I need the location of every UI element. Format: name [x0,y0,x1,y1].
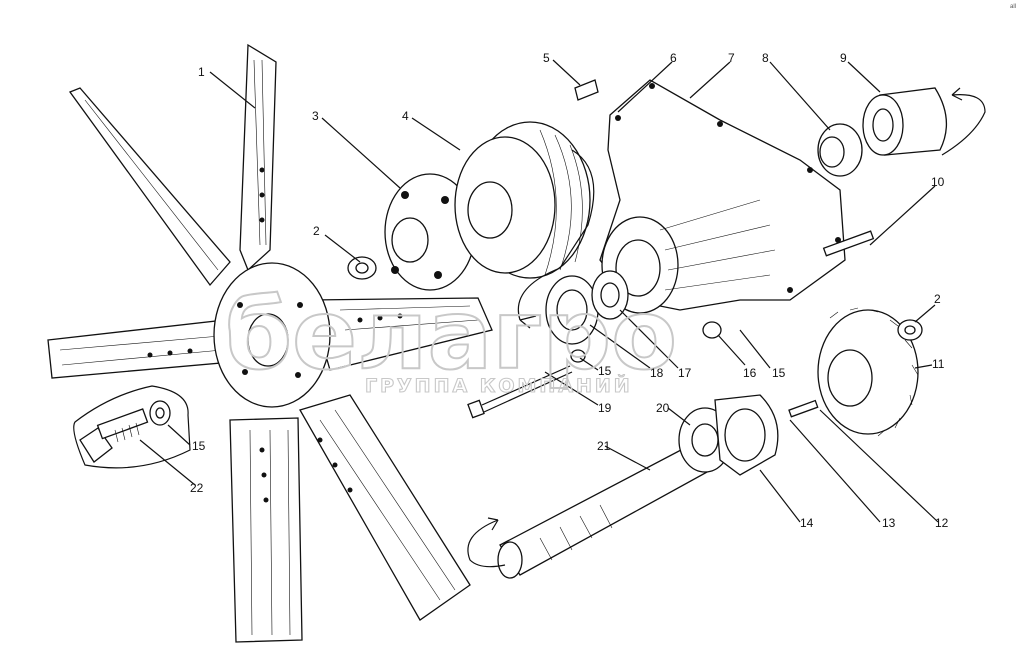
corner-mark: all [1010,4,1016,10]
callout-16: 16 [743,366,757,380]
callout-14: 14 [800,516,814,530]
callout-10: 10 [931,175,945,189]
callout-7: 7 [728,51,735,65]
callout-2-left: 2 [313,224,320,238]
callout-19: 19 [598,401,612,415]
callout-1: 1 [198,65,205,79]
callout-8: 8 [762,51,769,65]
rotation-arrow-head-upper [519,315,537,329]
callout-12: 12 [935,516,949,530]
callout-15-left: 15 [192,439,206,453]
rotation-arrow-lower [467,519,506,568]
bolt-22 [79,408,149,463]
pulley-4 [454,121,591,279]
key-5 [574,79,599,101]
bearing-17 [591,270,629,320]
callout-11: 11 [932,357,945,371]
rotation-arrow-upper [517,149,595,321]
leader-lines [139,59,939,523]
callout-15-right: 15 [772,366,786,380]
callout-9: 9 [840,51,847,65]
pin-10 [822,230,875,257]
bolt-19 [467,365,573,419]
pin-13 [788,399,819,418]
nut-2-right [897,319,923,341]
callout-20: 20 [656,401,670,415]
callout-4: 4 [402,109,409,123]
callout-6: 6 [670,51,677,65]
gear-housing-6-7 [599,79,846,314]
callout-13: 13 [882,516,896,530]
watermark-subtitle: ГРУППА КОМПАНИЙ [365,374,633,397]
fan-bolt-group-outline [73,385,191,469]
bearing-8 [817,123,863,177]
nut-2-left [347,256,377,280]
callout-18: 18 [650,366,664,380]
rotation-arrow-right [941,94,986,156]
fan-assembly [47,43,493,643]
callout-21: 21 [597,439,611,453]
callout-3: 3 [312,109,319,123]
gear-11 [817,307,919,437]
rotation-arrow-head-right [951,87,963,101]
rotation-arrow-head-lower [487,517,499,531]
bearing-cup-9 [862,87,948,156]
callout-22: 22 [190,481,204,495]
washer-15 [149,400,171,426]
watermark-logo-text: белагро [225,279,677,391]
callout-17: 17 [678,366,692,380]
flange-14 [714,394,779,476]
nut-16 [702,321,722,339]
callout-2-right: 2 [934,292,941,306]
hub-3 [384,173,476,291]
callout-15-mid: 15 [598,364,612,378]
callout-5: 5 [543,51,550,65]
